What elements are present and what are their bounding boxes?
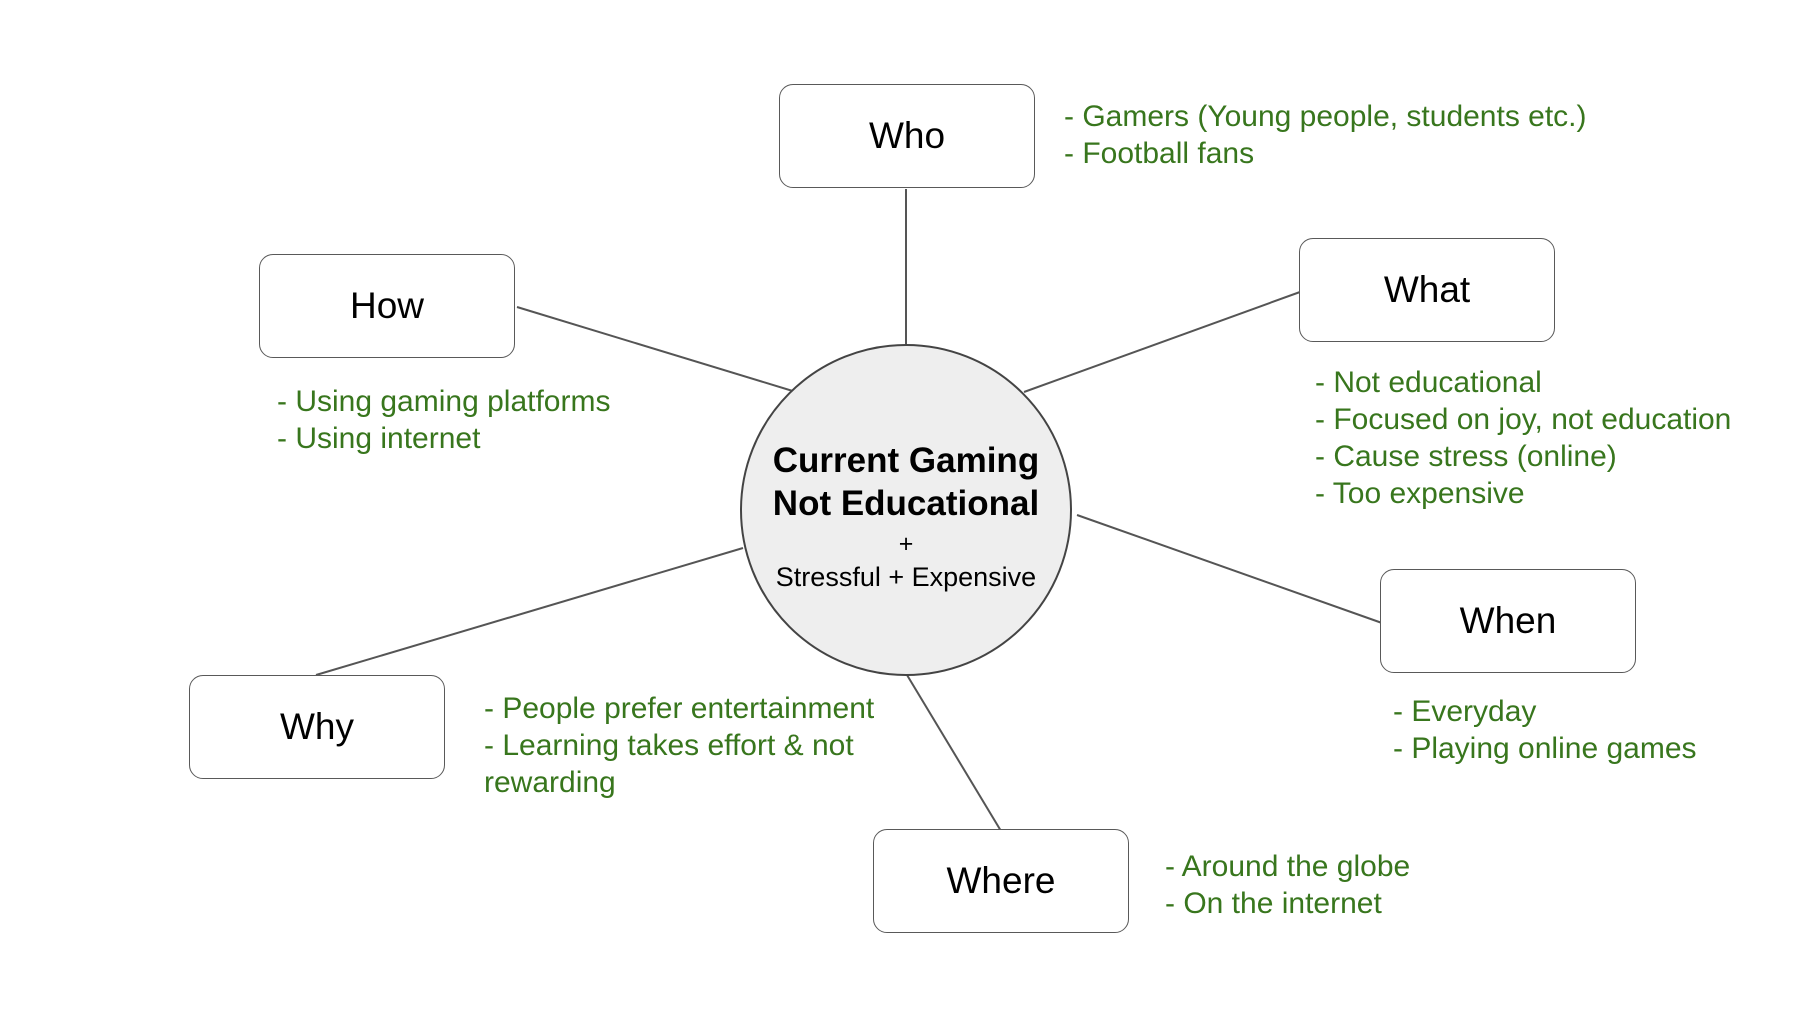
node-what-label: What [1383, 269, 1471, 310]
notes-when-line: - Playing online games [1393, 732, 1697, 765]
notes-why-line: - Learning takes effort & not [484, 729, 854, 762]
node-why-label: Why [280, 706, 354, 747]
node-where: Where [873, 829, 1129, 933]
node-what: What [1299, 238, 1555, 342]
node-who: Who [779, 84, 1035, 188]
node-who-label: Who [868, 115, 946, 156]
node-why: Why [189, 675, 445, 779]
notes-how: - Using gaming platforms - Using interne… [277, 383, 610, 457]
node-when-label: When [1459, 600, 1557, 641]
connector-why [315, 547, 744, 676]
notes-when-line: - Everyday [1393, 695, 1537, 728]
notes-what-line: - Not educational [1315, 366, 1542, 399]
connector-where [906, 674, 1002, 832]
notes-why-line: rewarding [484, 766, 616, 799]
notes-what-line: - Cause stress (online) [1315, 440, 1617, 473]
node-where-label: Where [946, 860, 1056, 901]
notes-why: - People prefer entertainment - Learning… [484, 690, 874, 801]
notes-who-line: - Football fans [1064, 137, 1255, 170]
central-topic-title-line-2: Not Educational [772, 484, 1040, 523]
node-when: When [1380, 569, 1636, 673]
notes-what: - Not educational - Focused on joy, not … [1315, 364, 1731, 512]
notes-how-line: - Using gaming platforms [277, 385, 611, 418]
central-topic-subtitle: Stressful + Expensive [775, 562, 1037, 592]
notes-when: - Everyday - Playing online games [1393, 693, 1697, 767]
node-how-label: How [349, 285, 425, 326]
connector-how [516, 306, 797, 393]
node-how: How [259, 254, 515, 358]
notes-why-line: - People prefer entertainment [484, 692, 875, 725]
notes-where: - Around the globe - On the internet [1165, 848, 1410, 922]
connector-what [1023, 291, 1301, 393]
central-topic-title-line-1: Current Gaming [772, 441, 1040, 480]
notes-who-line: - Gamers (Young people, students etc.) [1064, 100, 1587, 133]
notes-what-line: - Too expensive [1315, 477, 1525, 510]
connector-when [1076, 514, 1383, 624]
notes-where-line: - Around the globe [1165, 850, 1411, 883]
notes-who: - Gamers (Young people, students etc.) -… [1064, 98, 1587, 172]
notes-what-line: - Focused on joy, not education [1315, 403, 1732, 436]
central-topic-plus: + [898, 530, 914, 558]
notes-where-line: - On the internet [1165, 887, 1382, 920]
central-topic: Current Gaming Not Educational + Stressf… [740, 344, 1072, 676]
notes-how-line: - Using internet [277, 422, 481, 455]
